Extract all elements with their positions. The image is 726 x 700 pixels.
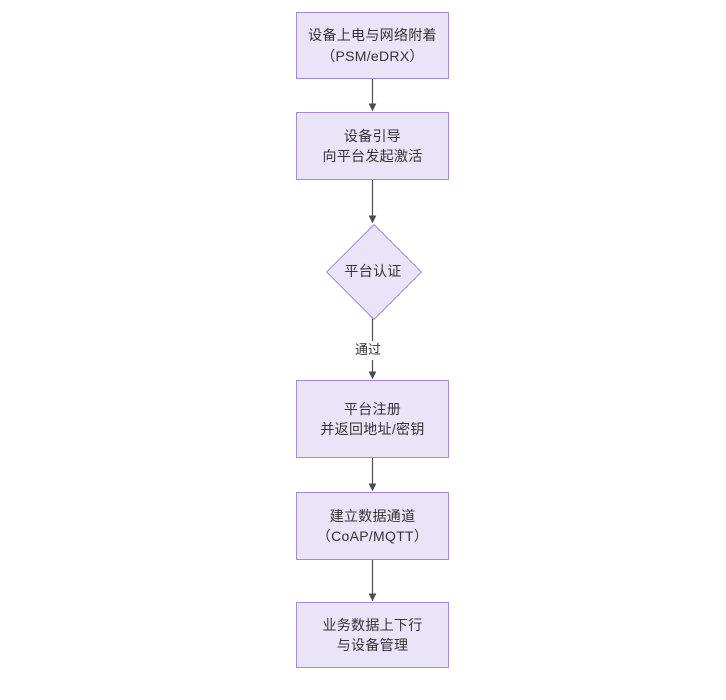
node-label-line: 向平台发起激活 <box>322 148 423 164</box>
node-label-line: 平台注册 <box>343 400 402 417</box>
node-label-line: 与设备管理 <box>336 637 409 653</box>
node-establish-data-channel[interactable]: 建立数据通道 （CoAP/MQTT） <box>296 492 449 560</box>
node-platform-registration-return-address-key[interactable]: 平台注册 并返回地址/密钥 <box>296 380 449 458</box>
node-label-line: 业务数据上下行 <box>322 616 423 633</box>
node-label-line: 设备上电与网络附着 <box>308 27 437 44</box>
node-label-line: （CoAP/MQTT） <box>316 528 429 544</box>
edge-label-pass: 通过 <box>352 341 385 360</box>
node-business-data-uplink-downlink-device-management[interactable]: 业务数据上下行 与设备管理 <box>296 602 449 668</box>
node-label-line: 平台认证 <box>344 262 402 279</box>
node-label-line: （PSM/eDRX） <box>321 47 424 64</box>
node-platform-authentication-decision[interactable]: 平台认证 <box>325 223 423 321</box>
node-power-on-network-attach[interactable]: 设备上电与网络附着 （PSM/eDRX） <box>296 12 449 79</box>
node-label-line: 建立数据通道 <box>329 507 416 524</box>
node-device-bootstrap-activation[interactable]: 设备引导 向平台发起激活 <box>296 112 449 180</box>
node-label-line: 并返回地址/密钥 <box>320 421 425 437</box>
node-label-line: 设备引导 <box>343 127 402 144</box>
